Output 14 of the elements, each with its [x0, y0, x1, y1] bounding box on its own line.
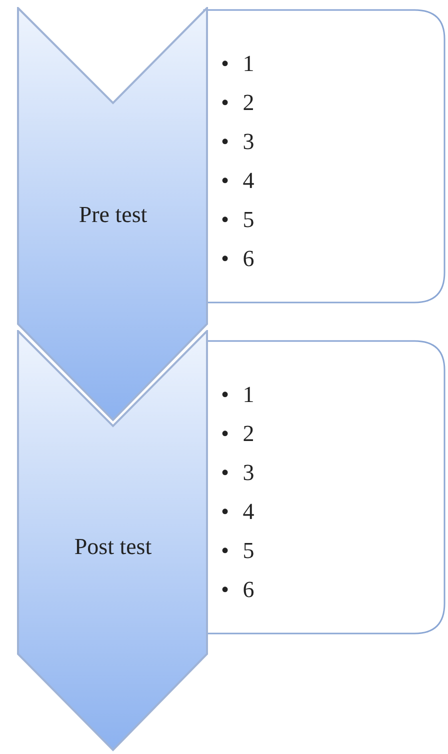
bullet-item: • 2 — [221, 420, 254, 448]
bullet-item: • 4 — [221, 167, 254, 195]
bullet-item: • 1 — [221, 50, 254, 78]
bullet-item: • 2 — [221, 89, 254, 117]
bullet-item: • 1 — [221, 381, 254, 409]
stage-label: Post test — [73, 534, 153, 560]
bullet-item: • 5 — [221, 206, 254, 234]
bullet-item: • 3 — [221, 128, 254, 156]
bullet-item: • 6 — [221, 245, 254, 273]
bullet-item: • 4 — [221, 498, 254, 526]
stage-label: Pre test — [78, 202, 148, 228]
bullet-item: • 3 — [221, 459, 254, 487]
bullet-item: • 6 — [221, 576, 254, 604]
bullet-item: • 5 — [221, 537, 254, 565]
